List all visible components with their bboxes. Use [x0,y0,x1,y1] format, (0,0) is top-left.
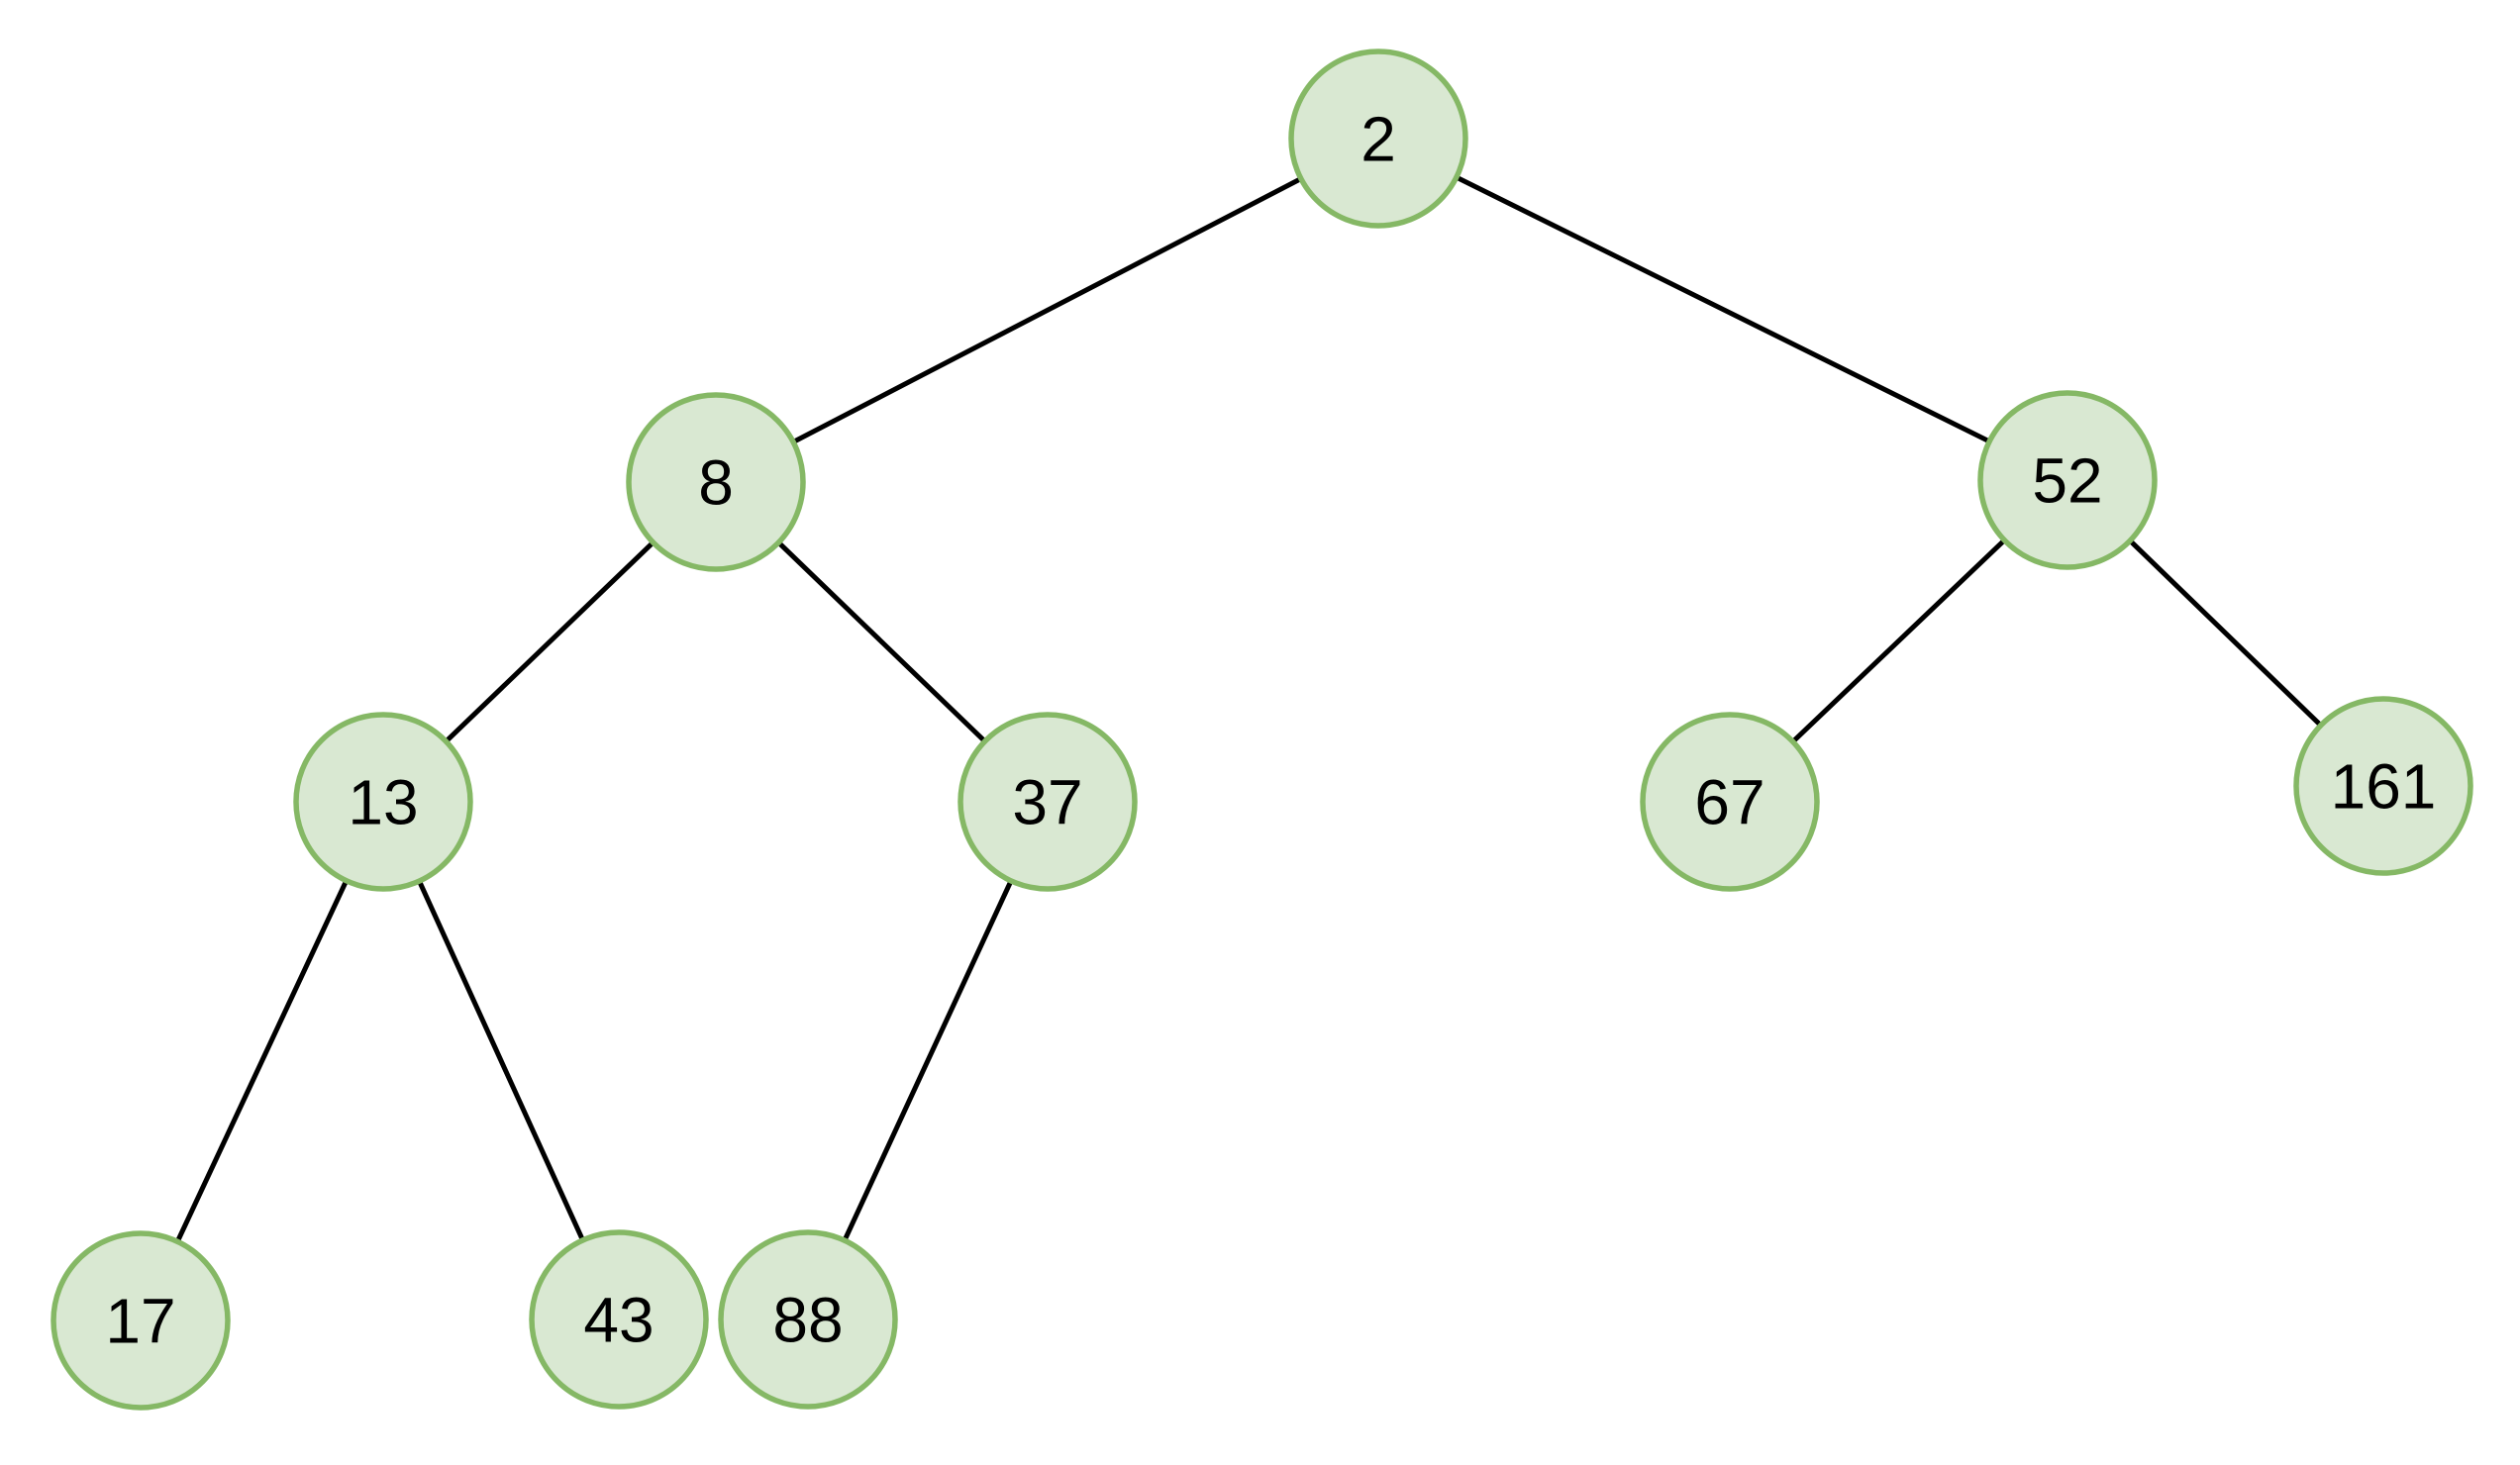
tree-node-circle [50,1230,231,1411]
tree-node-37: 37 [958,712,1138,892]
tree-edge-13-43 [380,800,622,1321]
tree-node-label: 52 [2032,444,2102,516]
tree-node-67: 67 [1640,712,1820,892]
tree-node-circle [958,712,1138,892]
tree-node-circle [626,392,806,572]
tree-node-43: 43 [529,1229,709,1410]
tree-node-88: 88 [718,1229,898,1410]
tree-node-label: 2 [1361,103,1396,174]
tree-node-13: 13 [293,712,473,892]
tree-node-52: 52 [1977,390,2158,570]
tree-node-label: 43 [583,1284,654,1355]
tree-node-label: 37 [1012,766,1082,837]
tree-node-label: 161 [2331,750,2437,822]
tree-node-circle [293,712,473,892]
tree-nodes-layer: 2 8 52 13 37 67 161 17 43 88 [50,49,2473,1411]
tree-edge-2-52 [1376,136,2069,483]
tree-node-circle [718,1229,898,1410]
tree-node-circle [1288,49,1468,229]
tree-node-label: 8 [698,446,734,518]
tree-node-label: 67 [1694,766,1764,837]
tree-edges-layer [138,136,2385,1322]
tree-node-161: 161 [2293,696,2473,876]
tree-edge-2-8 [714,136,1380,485]
tree-node-2: 2 [1288,49,1468,229]
tree-node-8: 8 [626,392,806,572]
tree-node-label: 17 [105,1285,175,1356]
tree-node-label: 88 [772,1284,843,1355]
tree-node-circle [529,1229,709,1410]
tree-edge-37-88 [805,800,1051,1321]
tree-node-label: 13 [348,766,418,837]
tree-node-17: 17 [50,1230,231,1411]
tree-node-circle [1977,390,2158,570]
tree-node-circle [1640,712,1820,892]
tree-edge-13-17 [138,800,386,1322]
tree-node-circle [2293,696,2473,876]
